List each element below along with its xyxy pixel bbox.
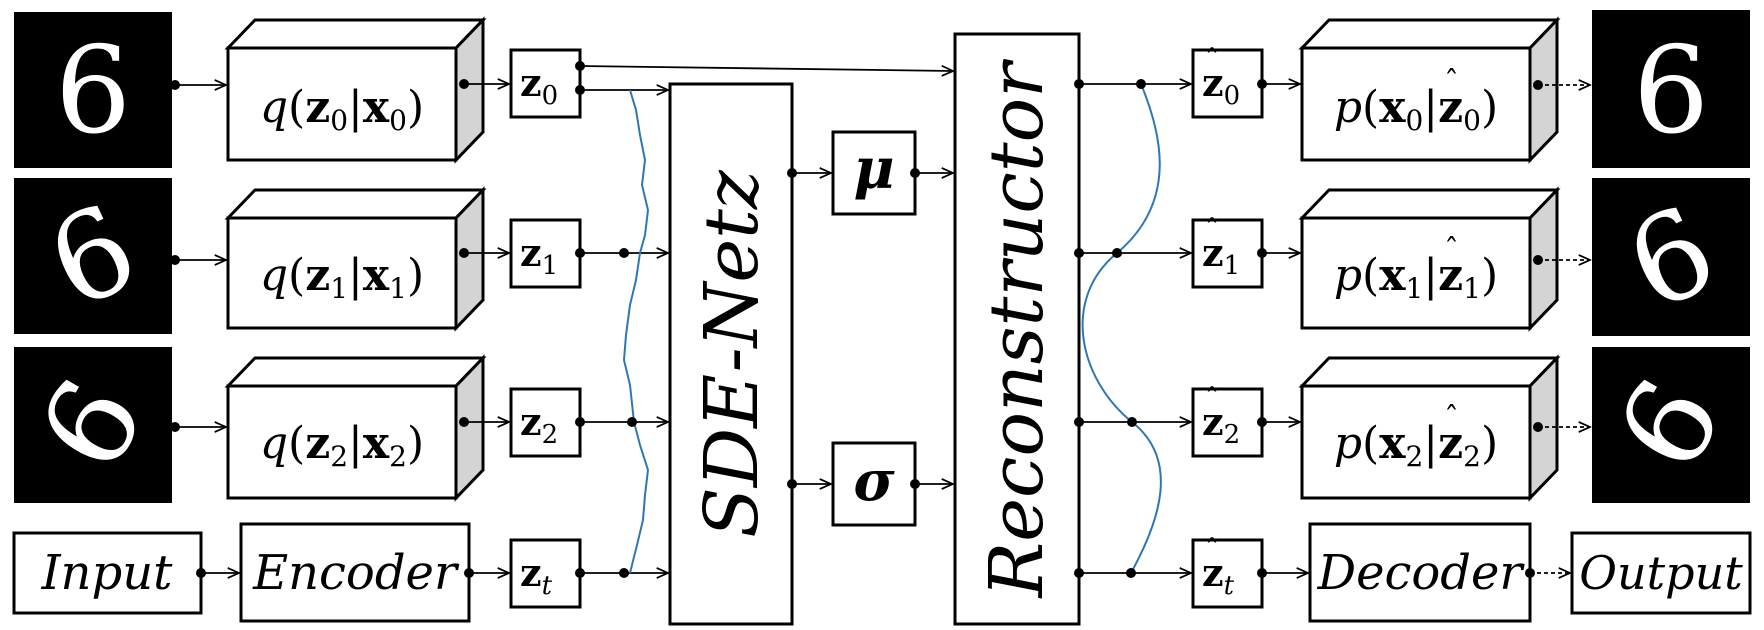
decoder-label: Decoder [1317, 545, 1526, 601]
latent-zhat-2: z2 ˆ [1193, 383, 1262, 456]
svg-text:ˆ: ˆ [1205, 534, 1219, 567]
reconstructor-block: Reconstructor [955, 34, 1079, 624]
output-box: Output [1572, 533, 1750, 613]
mu-box: μ [833, 132, 915, 214]
output-image-2: 6 [1591, 347, 1750, 503]
encoder-block-0: q(z0|x0) [228, 20, 483, 160]
latent-z-2: z2 [511, 389, 580, 456]
latent-zhat-t: zt ˆ [1193, 534, 1262, 607]
decoder-block-0: p(x0|z0) ˆ [1302, 20, 1557, 160]
sigma-label: σ [853, 448, 895, 514]
output-image-1: 6 [1592, 178, 1750, 338]
mu-label: μ [854, 136, 895, 202]
latent-z-t: zt [511, 540, 580, 607]
sde-net-label: SDE-Netz [689, 169, 775, 538]
latent-zhat-0: z0 ˆ [1193, 44, 1262, 117]
svg-text:ˆ: ˆ [1205, 383, 1219, 416]
encoder-box: Encoder [241, 524, 469, 621]
decoder-hat-1: ˆ [1444, 233, 1459, 268]
input-image-0: 6 [14, 12, 172, 168]
sigma-box: σ [833, 443, 915, 525]
decoder-box: Decoder [1310, 524, 1530, 621]
input-image-2: 6 [13, 347, 172, 503]
input-image-1: 6 [14, 178, 172, 337]
encoder-block-2: q(z2|x2) [228, 358, 483, 498]
latent-zhat-1: z1 ˆ [1193, 214, 1262, 287]
output-digit-0: 6 [1633, 22, 1709, 161]
decoder-hat-2: ˆ [1444, 401, 1459, 436]
input-box: Input [14, 533, 201, 613]
decoder-block-1: p(x1|z1) ˆ [1302, 190, 1557, 328]
encoder-block-1: q(z1|x1) [228, 190, 483, 328]
svg-text:ˆ: ˆ [1205, 214, 1219, 247]
decoder-block-2: p(x2|z2) ˆ [1302, 358, 1557, 498]
latent-z-1: z1 [511, 220, 580, 287]
decoder-hat-0: ˆ [1444, 65, 1459, 100]
input-digit-0: 6 [55, 22, 131, 161]
encoder-label: Encoder [252, 545, 460, 601]
reconstructor-label: Reconstructor [974, 58, 1060, 600]
svg-text:ˆ: ˆ [1205, 44, 1219, 77]
reconstructor-trajectory-curve [1083, 84, 1161, 573]
sde-net-block: SDE-Netz [670, 84, 792, 624]
input-label: Input [41, 545, 174, 601]
output-image-0: 6 [1592, 10, 1750, 168]
latent-z-0: z0 [511, 50, 580, 117]
sde-trajectory-curve [624, 90, 648, 573]
output-label: Output [1579, 546, 1743, 600]
